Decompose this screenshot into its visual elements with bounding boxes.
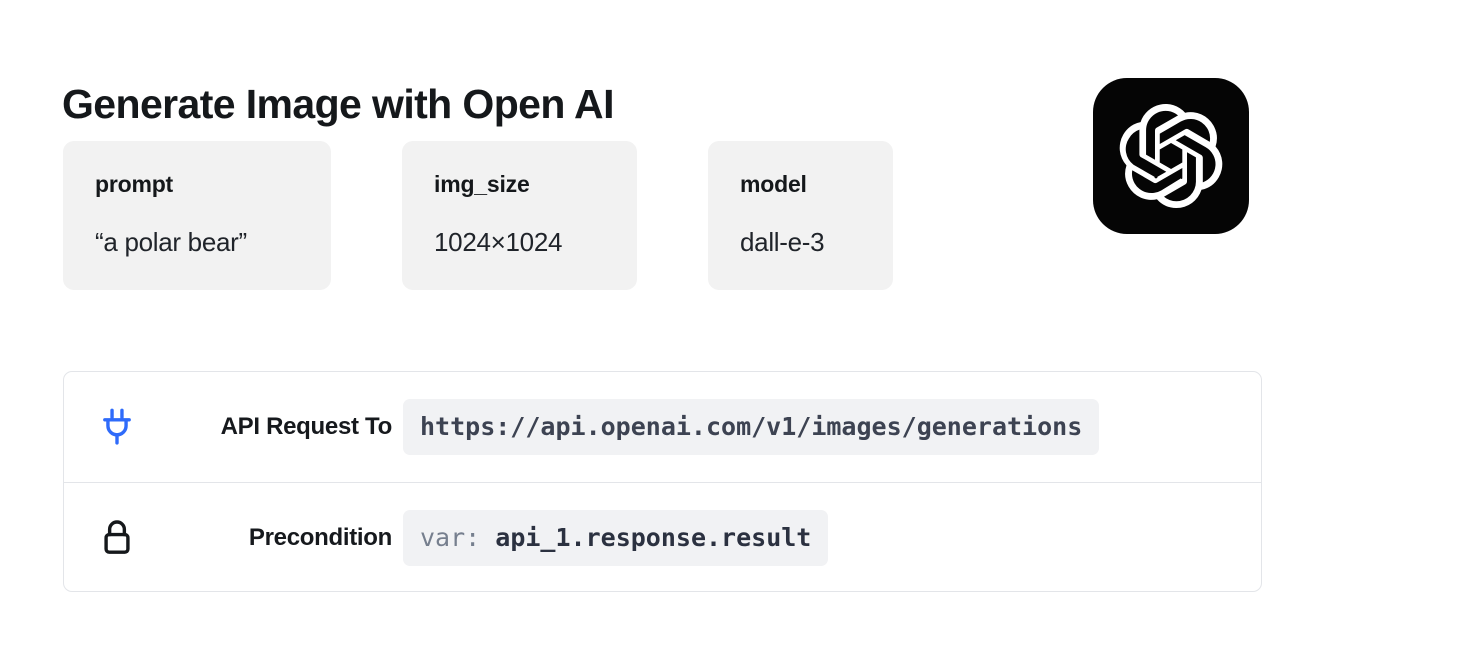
api-url-chip[interactable]: https://api.openai.com/v1/images/generat… bbox=[403, 399, 1100, 455]
detail-row-api-request: API Request To https://api.openai.com/v1… bbox=[64, 372, 1261, 482]
detail-row-precondition: Precondition var: api_1.response.result bbox=[64, 482, 1261, 592]
parameter-key: model bbox=[740, 171, 807, 197]
parameter-key: prompt bbox=[95, 171, 174, 197]
detail-row-label: API Request To bbox=[220, 413, 393, 440]
parameter-card-prompt: prompt “a polar bear” bbox=[63, 141, 331, 290]
plug-icon bbox=[94, 407, 140, 447]
precondition-keyword: var: bbox=[420, 522, 481, 552]
parameter-card-list: prompt “a polar bear” img_size 1024×1024… bbox=[63, 141, 893, 290]
precondition-chip[interactable]: var: api_1.response.result bbox=[403, 509, 829, 566]
parameter-value: 1024×1024 bbox=[434, 227, 563, 257]
parameter-key: img_size bbox=[434, 171, 530, 197]
precondition-variable: api_1.response.result bbox=[495, 522, 812, 552]
parameter-value: dall-e-3 bbox=[740, 227, 825, 257]
details-card: API Request To https://api.openai.com/v1… bbox=[63, 371, 1262, 592]
parameter-card-model: model dall-e-3 bbox=[708, 141, 893, 290]
openai-knot-icon bbox=[1119, 104, 1223, 208]
parameter-value: “a polar bear” bbox=[95, 227, 247, 257]
parameter-card-img-size: img_size 1024×1024 bbox=[402, 141, 637, 290]
openai-logo bbox=[1093, 78, 1249, 234]
lock-icon bbox=[94, 518, 140, 558]
detail-row-label: Precondition bbox=[248, 523, 392, 551]
page-title: Generate Image with Open AI bbox=[62, 81, 614, 128]
